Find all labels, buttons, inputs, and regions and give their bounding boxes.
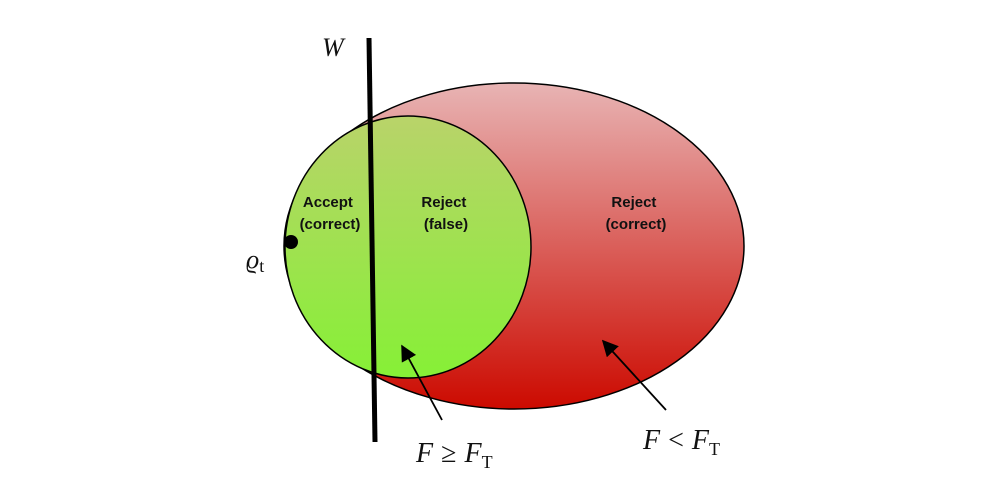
reject-correct-label: Reject (correct) — [606, 194, 667, 233]
arrow-high-fidelity — [401, 344, 443, 421]
witness-line — [366, 37, 378, 443]
target-state-label: ϱt — [246, 245, 264, 276]
condition-low-fidelity: F<FT — [642, 425, 720, 459]
arrow-low-fidelity — [601, 339, 667, 411]
high-fidelity-region-ellipse — [284, 115, 532, 379]
witness-label: W — [322, 33, 346, 62]
condition-high-fidelity: F≥FT — [415, 438, 493, 472]
reject-false-label: Reject (false) — [421, 194, 470, 233]
target-state-point — [284, 235, 298, 249]
accept-correct-label: Accept (correct) — [300, 194, 361, 233]
